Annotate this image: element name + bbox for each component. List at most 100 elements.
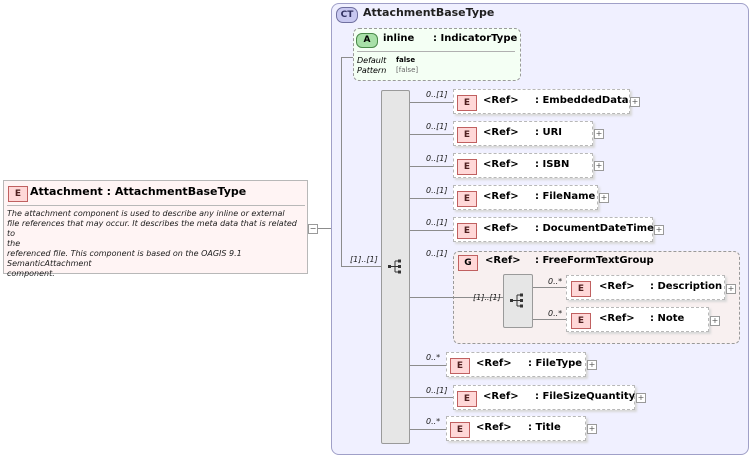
description-line: SemanticAttachment [7, 259, 92, 268]
element-badge: E [8, 186, 28, 202]
ref-label: <Ref> [599, 313, 635, 324]
ref-label: <Ref> [483, 159, 519, 170]
default-value: false [396, 56, 416, 64]
description-line: file references that may occur. It descr… [7, 219, 297, 238]
cardinality-label: 0..[1] [426, 186, 448, 195]
element-name: : FileType [528, 358, 583, 369]
connector-line [410, 134, 453, 135]
element-badge: E [450, 358, 470, 374]
root-divider [7, 205, 305, 206]
connector-line [410, 102, 453, 103]
cardinality-label: 0..* [548, 277, 563, 286]
group-name: : FreeFormTextGroup [535, 255, 654, 266]
connector-line [318, 228, 342, 229]
ref-label: <Ref> [476, 422, 512, 433]
complex-type-name: AttachmentBaseType [363, 6, 495, 19]
root-element-box[interactable] [3, 180, 308, 274]
connector-line [410, 230, 453, 231]
group-badge: G [458, 255, 478, 271]
element-document-date-time[interactable] [453, 217, 653, 242]
description-line: referenced file. This component is based… [7, 249, 242, 258]
ref-label: <Ref> [599, 281, 635, 292]
collapse-icon[interactable]: − [308, 224, 318, 234]
element-name: : ISBN [535, 159, 570, 170]
attribute-badge: A [356, 33, 378, 48]
cardinality-label: 0..* [548, 309, 563, 318]
description-line: The attachment component is used to desc… [7, 209, 285, 218]
expand-icon[interactable]: + [594, 129, 604, 139]
group-inner-cardinality: [1]..[1] [473, 293, 501, 302]
ref-label: <Ref> [476, 358, 512, 369]
element-badge: E [571, 313, 591, 329]
connector-line [410, 166, 453, 167]
sequence-cardinality: [1]..[1] [350, 255, 378, 264]
element-name: : Description [650, 281, 723, 292]
cardinality-label: 0..[1] [426, 90, 448, 99]
expand-icon[interactable]: + [654, 225, 664, 235]
element-badge: E [450, 422, 470, 438]
ref-label: <Ref> [483, 223, 519, 234]
connector-line [533, 319, 566, 320]
element-name: : FileSizeQuantity [535, 391, 636, 402]
element-description[interactable] [566, 275, 725, 300]
description-line: the [7, 239, 21, 248]
element-badge: E [571, 281, 591, 297]
attribute-box[interactable] [353, 28, 521, 81]
connector-line [410, 429, 446, 430]
connector-line [341, 57, 354, 58]
element-badge: E [457, 391, 477, 407]
element-embedded-data[interactable] [453, 89, 630, 114]
expand-icon[interactable]: + [726, 284, 736, 294]
element-name: : EmbeddedData [535, 95, 629, 106]
attribute-name: inline [383, 33, 415, 44]
attribute-divider [357, 51, 515, 52]
ref-label: <Ref> [483, 191, 519, 202]
connector-line [410, 365, 446, 366]
connector-line [341, 266, 381, 267]
expand-icon[interactable]: + [594, 161, 604, 171]
default-label: Default [357, 56, 387, 65]
cardinality-label: 0..[1] [426, 154, 448, 163]
element-badge: E [457, 127, 477, 143]
ref-label: <Ref> [483, 127, 519, 138]
pattern-value: [false] [396, 66, 419, 74]
connector-line [410, 297, 453, 298]
ref-label: <Ref> [483, 95, 519, 106]
expand-icon[interactable]: + [636, 393, 646, 403]
element-file-name[interactable] [453, 185, 598, 210]
element-name: : DocumentDateTime [535, 223, 654, 234]
connector-line [410, 198, 453, 199]
sequence-icon [510, 293, 523, 308]
ref-label: <Ref> [483, 391, 519, 402]
connector-line [533, 287, 566, 288]
cardinality-label: 0..[1] [426, 249, 448, 258]
cardinality-label: 0..* [426, 417, 441, 426]
expand-icon[interactable]: + [587, 360, 597, 370]
expand-icon[interactable]: + [710, 316, 720, 326]
element-name: : Note [650, 313, 685, 324]
element-badge: E [457, 95, 477, 111]
element-name: : FileName [535, 191, 596, 202]
expand-icon[interactable]: + [599, 193, 609, 203]
cardinality-label: 0..* [426, 353, 441, 362]
connector-line [341, 57, 342, 229]
element-badge: E [457, 223, 477, 239]
connector-line [453, 297, 503, 298]
element-file-size-quantity[interactable] [453, 385, 635, 410]
element-badge: E [457, 159, 477, 175]
expand-icon[interactable]: + [587, 424, 597, 434]
connector-line [410, 397, 453, 398]
connector-line [341, 228, 342, 266]
element-name: : Title [528, 422, 561, 433]
element-name: : URI [535, 127, 563, 138]
pattern-label: Pattern [357, 66, 387, 75]
description-line: component. [7, 269, 55, 278]
cardinality-label: 0..[1] [426, 218, 448, 227]
sequence-icon [388, 259, 401, 274]
cardinality-label: 0..[1] [426, 122, 448, 131]
complex-type-badge: CT [336, 7, 358, 23]
root-element-title: Attachment : AttachmentBaseType [30, 185, 247, 198]
expand-icon[interactable]: + [630, 97, 640, 107]
element-badge: E [457, 191, 477, 207]
ref-label: <Ref> [485, 255, 521, 266]
